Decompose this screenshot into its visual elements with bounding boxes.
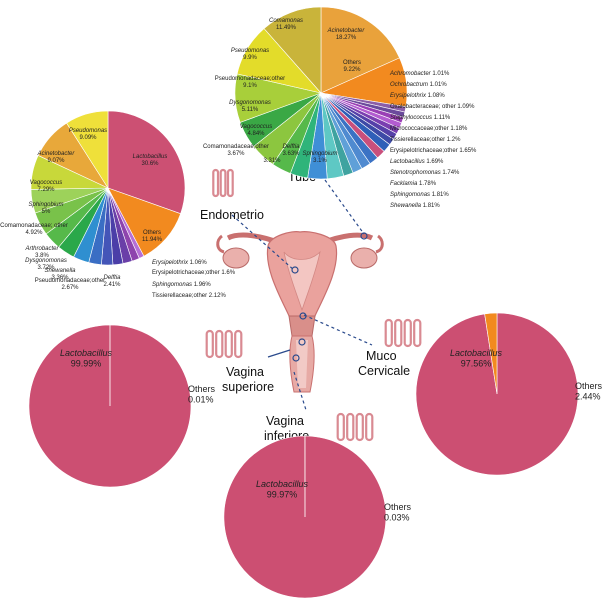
connector-vsup <box>267 349 291 358</box>
pie-slice-lactobacillus <box>107 110 186 215</box>
slice-label-erysipelothrix: Erysipelothrix 1.06% <box>152 260 207 266</box>
site-label-endometrio: Endometrio <box>200 208 264 222</box>
slice-label-erysipelotrichaceae-other: Erysipelotrichaceae;other 1.65% <box>390 148 477 154</box>
pie-slice-pseudomonas <box>66 110 109 190</box>
site-label-vsup-1: Vagina <box>226 365 264 379</box>
marker-endometrio <box>291 266 299 274</box>
slice-label-sphingomonas: Sphingomonas 1.81% <box>390 192 449 198</box>
connector-muco <box>303 314 373 346</box>
slice-label-shewanella: Shewanella 1.81% <box>390 203 440 209</box>
coil-icon <box>384 318 422 348</box>
site-label-vsup-2: superiore <box>222 380 274 394</box>
coil-icon <box>336 412 374 442</box>
slice-label-stenotrophomonas: Stenotrophomonas 1.74% <box>390 170 460 176</box>
marker-tube <box>360 232 368 240</box>
pie-slice-others <box>484 312 498 395</box>
coil-icon <box>212 168 234 198</box>
connector-tube <box>324 179 365 235</box>
site-label-muco-2: Cervicale <box>358 364 410 378</box>
marker-muco <box>299 312 307 320</box>
site-label-muco-1: Muco <box>366 349 397 363</box>
slice-label-oxalobacteraceae-other: Oxalobacteraceae; other 1.09% <box>390 104 475 110</box>
connector-endometrio <box>231 214 295 271</box>
marker-vinf <box>292 354 300 362</box>
pie-slice-comamonas <box>263 6 322 94</box>
pie-slice-acinetobacter <box>320 6 400 94</box>
uterus-illustration <box>216 231 384 393</box>
connector-vinf <box>293 371 307 411</box>
slice-label-lactobacillus: Lactobacillus 1.69% <box>390 159 444 165</box>
slice-label-erysipelothrix: Erysipelothrix 1.08% <box>390 93 445 99</box>
slice-label-sphingomonas: Sphingomonas 1.96% <box>152 282 211 288</box>
coil-decorations <box>205 168 422 442</box>
coil-icon <box>205 329 243 359</box>
slice-label-ochrobactrum: Ochrobactrum 1.01% <box>390 82 447 88</box>
slice-label-staphylococcus: Staphylococcus 1.11% <box>390 115 451 121</box>
slice-label-tissierellaceae-other: Tissierellaceae;other 1.2% <box>390 137 461 143</box>
site-label-vinf-1: Vagina <box>266 414 304 428</box>
marker-vsup <box>298 338 306 346</box>
slice-label-erysipelotrichaceae-other: Erysipelotrichaceae;other 1.6% <box>152 270 236 276</box>
slice-label-facklamia: Facklamia 1.78% <box>390 181 437 187</box>
slice-label-micrococcaceae-other: Micrococcaceae;other 1.18% <box>390 126 468 132</box>
slice-label-achromobacter: Achromobacter 1.01% <box>389 71 450 77</box>
connector-lines <box>231 179 373 411</box>
slice-label-unlabeled: 3.31% <box>263 158 281 164</box>
slice-label-tissierellaceae-other: Tissierellaceae;other 2.12% <box>152 293 226 299</box>
